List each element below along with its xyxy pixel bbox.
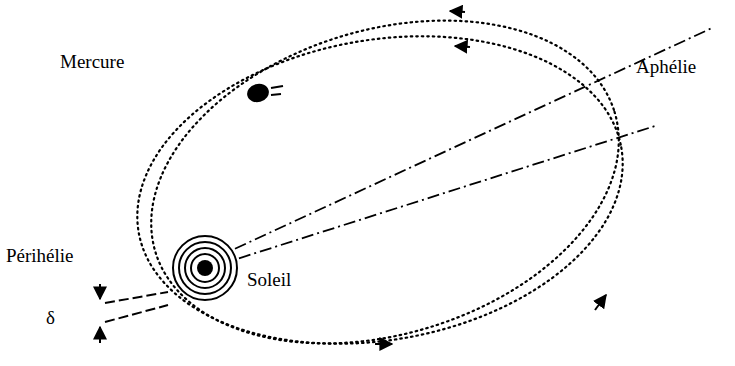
delta-arrow bbox=[99, 327, 101, 343]
direction-arrow bbox=[455, 46, 470, 47]
orbit-ellipse bbox=[113, 0, 648, 366]
star-name: Soleil bbox=[247, 270, 291, 291]
planet-name: Mercure bbox=[60, 52, 124, 73]
point-name: Périhélie bbox=[6, 246, 74, 267]
perihelion-mark bbox=[105, 292, 168, 303]
sun-symbol bbox=[173, 236, 237, 300]
apsidal-line bbox=[215, 28, 712, 258]
point-name: Aphélie bbox=[636, 57, 696, 78]
planet-symbol bbox=[245, 81, 283, 104]
perihelion-mark bbox=[105, 305, 168, 322]
orbit-ellipse bbox=[111, 0, 659, 366]
delta-arrow bbox=[99, 284, 101, 299]
direction-arrow bbox=[375, 343, 392, 345]
direction-arrow bbox=[450, 11, 465, 12]
angle-symbol: δ bbox=[46, 308, 55, 329]
apsidal-line bbox=[218, 126, 655, 265]
direction-arrow bbox=[595, 295, 606, 310]
